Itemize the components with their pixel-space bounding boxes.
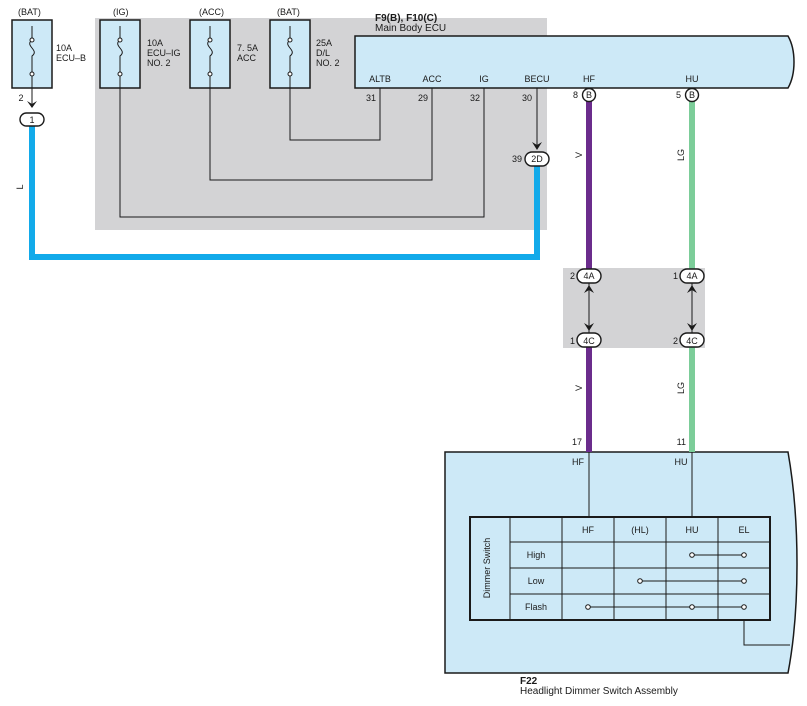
terminal-acc-pin: 29 [418,93,428,103]
switch-internal-el [743,620,790,646]
svg-text:2: 2 [570,271,575,281]
svg-text:4A: 4A [686,271,697,281]
switch-hu-label: HU [675,457,688,467]
wire-ig-ig [119,88,485,218]
connector-1 [19,112,45,127]
main-body-ecu-box [354,35,795,89]
terminal-altb-pin: 31 [366,93,376,103]
dimmer-switch-table [469,516,771,621]
ecu-code: F9(B), F10(C) [375,13,437,24]
connector-4c-hu [679,332,705,348]
wire-becu-blue [29,126,540,260]
connector-4a-hu-arrow-icon [687,285,697,293]
fuse-dl-source: (BAT) [277,7,300,17]
terminal-hf-label: HF [583,74,595,84]
connector-b-hf [581,87,597,103]
continuity-low [637,578,747,584]
fuse-ecu-ig-source: (IG) [113,7,129,17]
table-col-el: EL [738,525,749,535]
connector-b-hu [684,87,700,103]
fuse-ecu-b-rating: 10A [56,43,72,53]
terminal-altb-label: ALTB [369,74,391,84]
fuse-acc-name: ACC [237,53,257,63]
wire-color-lg-upper: LG [676,149,686,161]
switch-hu-pin: 11 [677,437,686,447]
svg-text:B: B [689,90,695,100]
svg-text:1: 1 [29,115,34,125]
table-col-hu: HU [686,525,699,535]
wire-color-v-upper: V [574,152,584,158]
ecu-name: Main Body ECU [375,23,446,34]
table-row-low: Low [528,576,545,586]
svg-text:5: 5 [676,90,681,100]
fuse-ecu-b-name: ECU–B [56,53,86,63]
wire-color-lg-lower: LG [676,382,686,394]
connector-4c-hu-arrow-icon [687,323,697,331]
fuse-ecu-ig-name: ECU–IG [147,48,181,58]
terminal-ig-label: IG [479,74,489,84]
terminal-becu-pin: 30 [522,93,532,103]
table-col-hf: HF [582,525,594,535]
svg-text:1: 1 [570,336,575,346]
fuse-acc-rating: 7. 5A [237,43,258,53]
table-row-flash: Flash [525,602,547,612]
switch-assembly-code: F22 [520,676,538,687]
svg-text:39: 39 [512,154,522,164]
connector-2d [524,151,550,167]
fuse-ecu-b-source: (BAT) [18,7,41,17]
svg-text:4A: 4A [583,271,594,281]
terminal-acc-label: ACC [422,74,442,84]
svg-text:B: B [586,90,592,100]
wire-dl-altb [289,88,381,141]
svg-text:2D: 2D [531,154,543,164]
connector-2d-arrow-icon [532,142,542,150]
svg-text:8: 8 [573,90,578,100]
fuse-ecu-ig-name2: NO. 2 [147,58,171,68]
table-row-high: High [527,550,546,560]
dimmer-switch-title: Dimmer Switch [482,538,492,599]
switch-hf-label: HF [572,457,584,467]
table-col-hl: (HL) [631,525,649,535]
terminal-hu-label: HU [686,74,699,84]
svg-text:2: 2 [18,93,23,103]
connector-4c-hf-arrow-icon [584,323,594,331]
wire-color-l: L [15,184,25,189]
wire-acc-acc [209,88,433,181]
connector-4a-hf-arrow-icon [584,285,594,293]
svg-text:4C: 4C [686,336,698,346]
fuse-dl-rating: 25A [316,38,332,48]
continuity-high [689,552,747,558]
wire-color-v-lower: V [574,385,584,391]
svg-text:1: 1 [673,271,678,281]
connector-1-arrow-icon [27,101,37,108]
fuse-ecu-ig-rating: 10A [147,38,163,48]
fuse-dl-name: D/L [316,48,330,58]
svg-text:2: 2 [673,336,678,346]
switch-assembly-name: Headlight Dimmer Switch Assembly [520,686,678,697]
fuse-dl-name2: NO. 2 [316,58,340,68]
terminal-ig-pin: 32 [470,93,480,103]
continuity-flash [585,604,747,610]
svg-text:4C: 4C [583,336,595,346]
terminal-becu-label: BECU [524,74,549,84]
fuse-acc-source: (ACC) [199,7,224,17]
connector-4c-hf [576,332,602,348]
switch-hf-pin: 17 [572,437,582,447]
